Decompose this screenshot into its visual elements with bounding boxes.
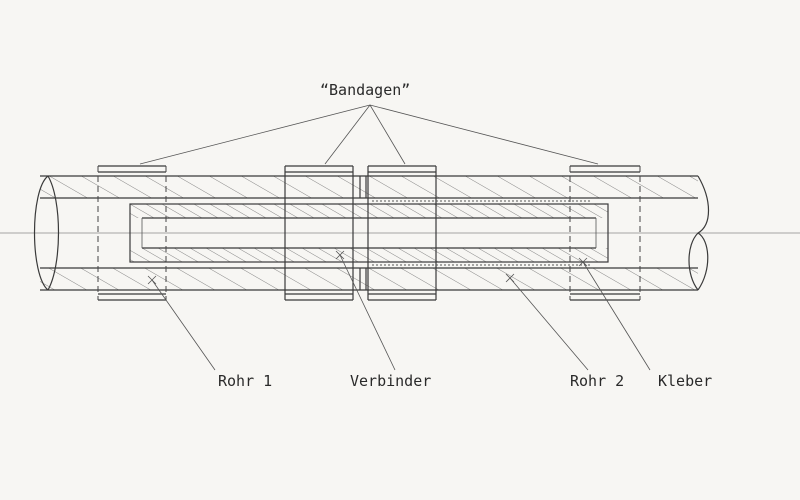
glue-layer (372, 200, 592, 266)
bandagen-leaders (139, 104, 599, 165)
kleber-leader (578, 257, 651, 371)
kleber-label: Kleber (658, 372, 712, 390)
rohr2-label: Rohr 2 (570, 372, 624, 390)
bandage-2 (284, 165, 354, 301)
pipe-joint-gap (359, 176, 367, 290)
rohr2-leader (505, 273, 589, 371)
bandage-1 (97, 165, 167, 301)
verbinder-label: Verbinder (350, 372, 431, 390)
bandage-3 (367, 165, 437, 301)
verbinder-leader (335, 250, 396, 371)
bandage-4 (569, 165, 641, 301)
bandagen-label: “Bandagen” (320, 81, 410, 99)
rohr1-label: Rohr 1 (218, 372, 272, 390)
connector-tube (129, 203, 609, 263)
rohr1-leader (147, 275, 216, 371)
outer-pipe (33, 175, 709, 291)
